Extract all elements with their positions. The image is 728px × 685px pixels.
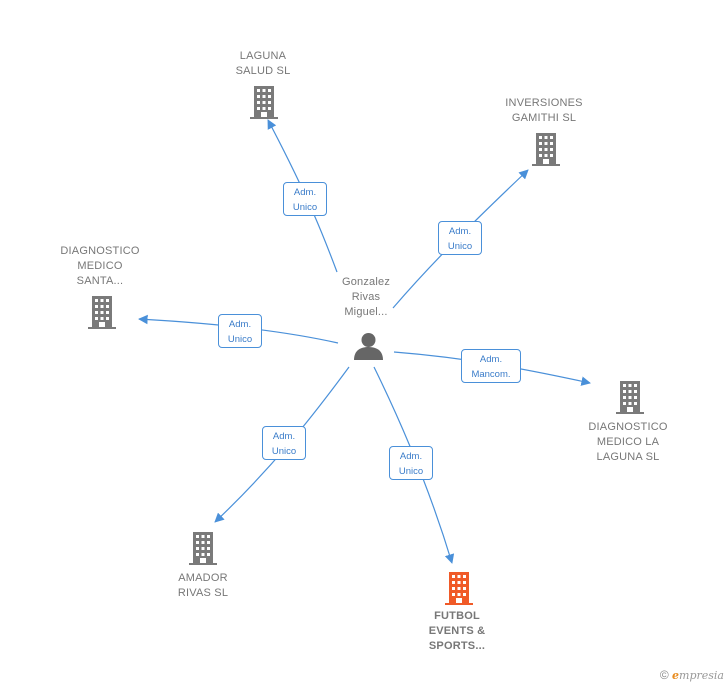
role-box-diag-santa: Adm. Unico [218, 314, 262, 348]
copyright-icon: © [659, 668, 669, 682]
company-label-laguna[interactable]: LAGUNA SALUD SL [235, 50, 291, 77]
building-icon-diag-laguna[interactable] [616, 381, 644, 414]
building-icon-laguna[interactable] [250, 86, 278, 119]
company-label-diag-santa[interactable]: DIAGNOSTICO MEDICO SANTA... [60, 245, 140, 287]
company-label-inversiones[interactable]: INVERSIONES GAMITHI SL [505, 97, 583, 124]
building-icon-amador[interactable] [189, 532, 217, 565]
building-icon-inversiones[interactable] [532, 133, 560, 166]
footer-brand: © empresia [660, 668, 724, 682]
empresia-logo: empresia [672, 669, 724, 682]
company-label-futbol[interactable]: FUTBOL EVENTS & SPORTS... [428, 610, 486, 652]
role-box-inversiones: Adm. Unico [438, 221, 482, 255]
role-box-amador: Adm. Unico [262, 426, 306, 460]
person-icon[interactable] [353, 331, 384, 360]
company-label-diag-laguna[interactable]: DIAGNOSTICO MEDICO LA LAGUNA SL [588, 421, 668, 463]
role-box-laguna: Adm. Unico [283, 182, 327, 216]
role-box-diag-laguna: Adm. Mancom. [461, 349, 521, 383]
building-icon-diag-santa[interactable] [88, 296, 116, 329]
role-box-futbol: Adm. Unico [389, 446, 433, 480]
person-name-label[interactable]: Gonzalez Rivas Miguel... [341, 276, 391, 318]
company-label-amador[interactable]: AMADOR RIVAS SL [177, 572, 229, 599]
building-icon-futbol[interactable] [445, 572, 473, 605]
